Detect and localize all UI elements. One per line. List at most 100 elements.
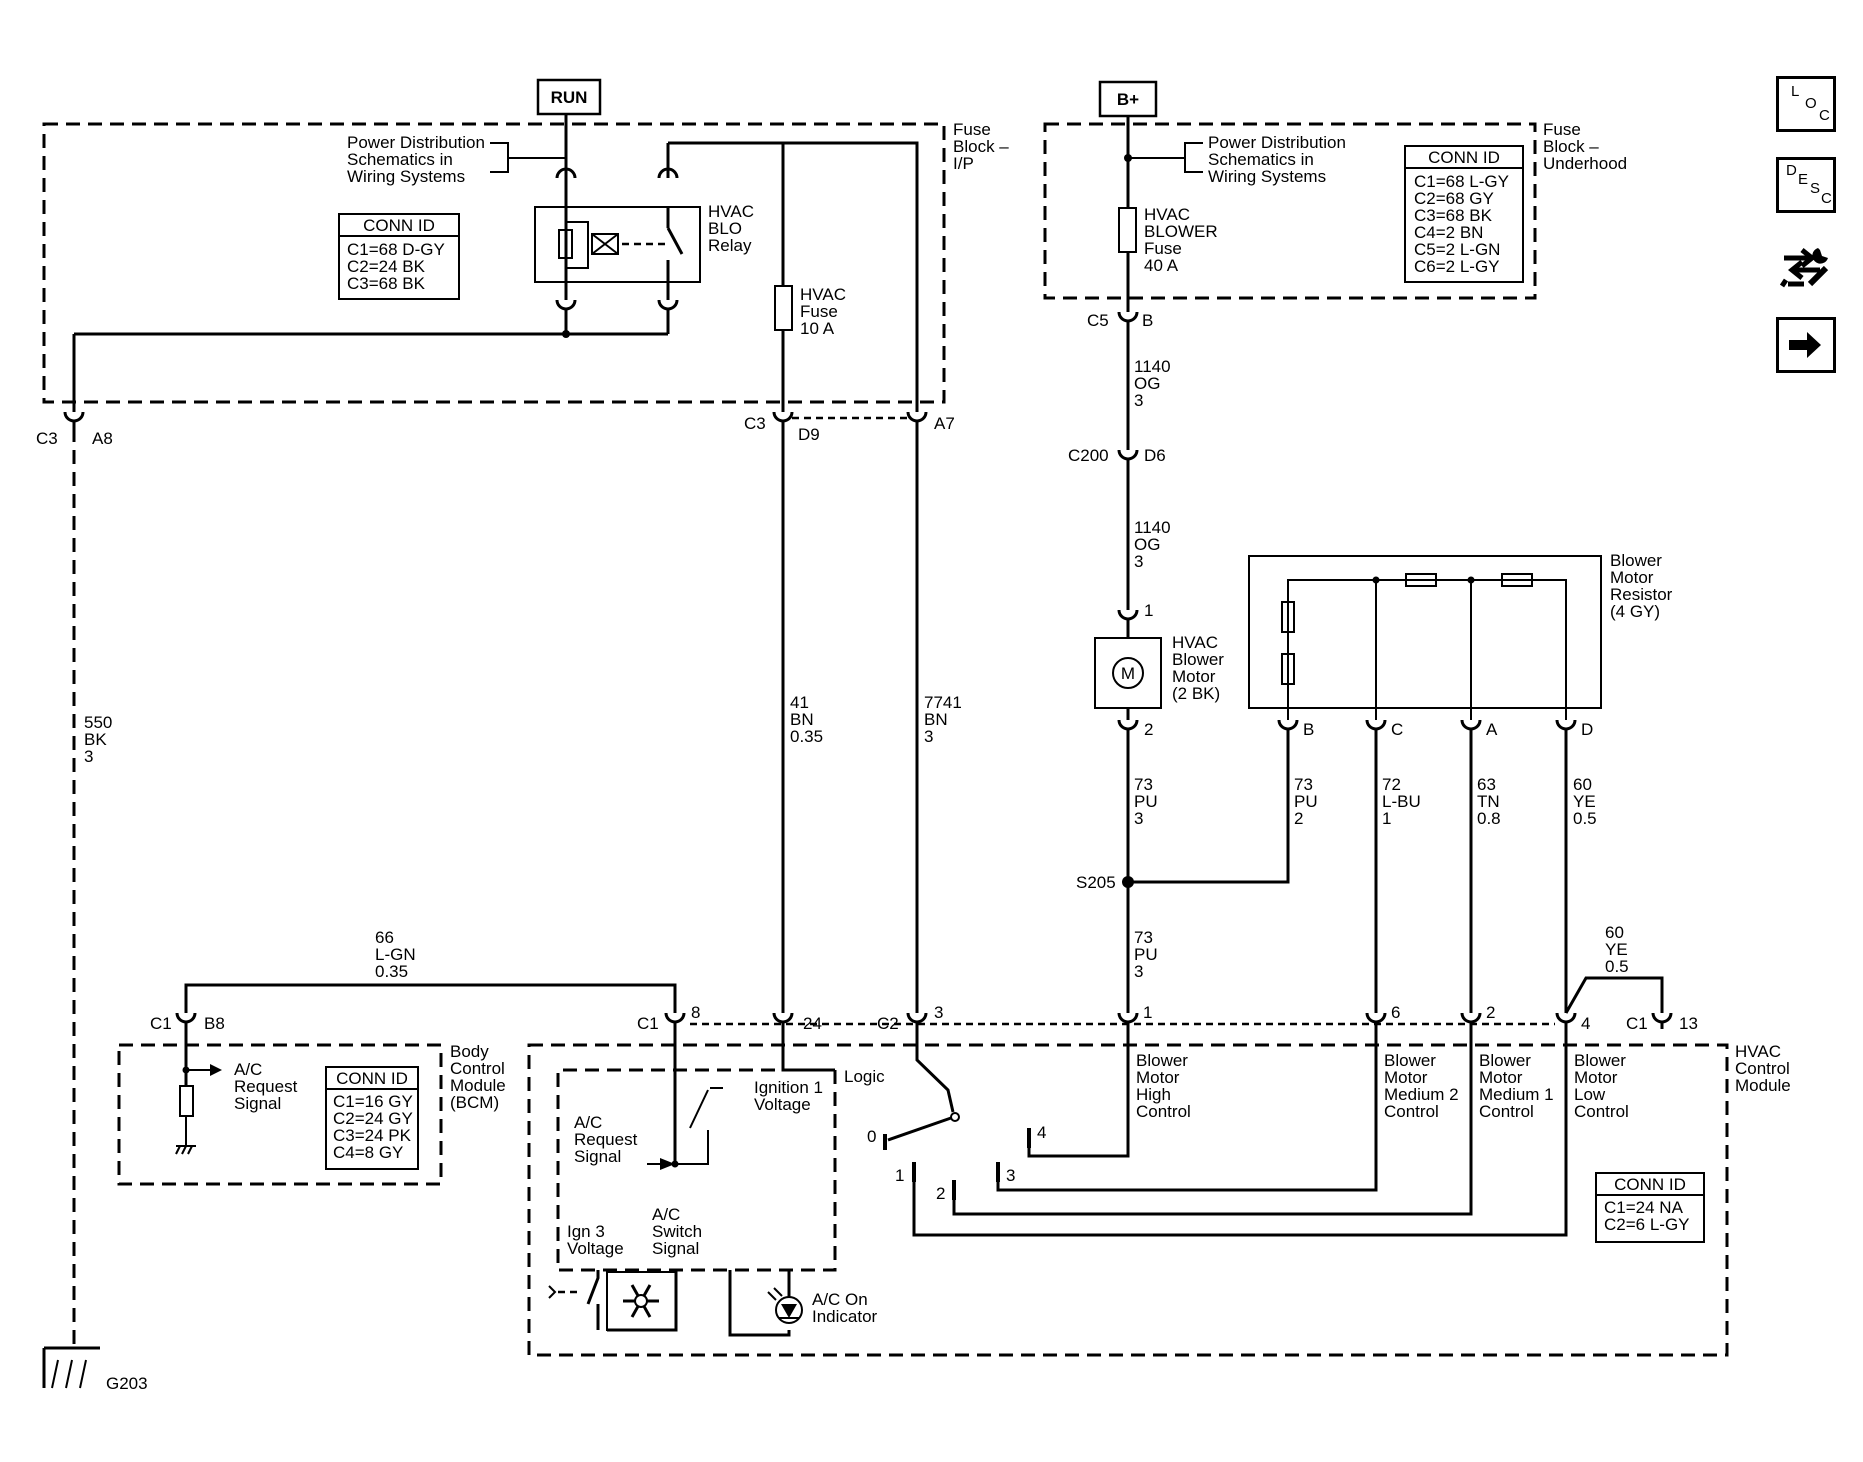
location-view-button[interactable]: L O C	[1776, 76, 1836, 132]
ign1-label: Ignition 1 Voltage	[754, 1078, 823, 1114]
pin1-label: 1	[1143, 1003, 1152, 1022]
pin13-label: 13	[1679, 1014, 1698, 1033]
wire-73-low-label: 73 PU 3	[1134, 928, 1158, 981]
hvac-fuse-label: HVAC Fuse 10 A	[800, 285, 846, 338]
med1-control-label: Blower Motor Medium 1 Control	[1479, 1051, 1554, 1121]
c3-label-d9: C3	[744, 414, 766, 433]
svg-text:3: 3	[84, 747, 93, 766]
svg-text:Blower: Blower	[1479, 1051, 1531, 1070]
bcm-input-arrow-icon	[210, 1064, 222, 1076]
svg-text:L-BU: L-BU	[1382, 792, 1421, 811]
c3-label-a8: C3	[36, 429, 58, 448]
conn-id-rows-uh: C1=68 L-GY C2=68 GY C3=68 BK C4=2 BN C5=…	[1414, 172, 1509, 276]
description-view-button[interactable]: D E S C	[1776, 157, 1836, 213]
switch-pos-4: 4	[1037, 1123, 1046, 1142]
svg-text:Blower: Blower	[1384, 1051, 1436, 1070]
diagnostics-button[interactable]	[1776, 240, 1836, 296]
power-distribution-note-ip: Power Distribution Schematics in Wiring …	[347, 133, 485, 186]
svg-text:C2=24 GY: C2=24 GY	[333, 1109, 413, 1128]
conn-motor-pin1	[1117, 609, 1139, 621]
pin6-label: 6	[1391, 1003, 1400, 1022]
ground-g203-icon	[42, 1346, 100, 1389]
svg-text:PU: PU	[1134, 792, 1158, 811]
svg-text:3: 3	[1134, 391, 1143, 410]
switch-pos-1: 1	[895, 1166, 904, 1185]
svg-text:73: 73	[1134, 928, 1153, 947]
conn-id-title-ip: CONN ID	[363, 216, 435, 235]
conn-resistor-a	[1460, 719, 1482, 731]
svg-text:Wiring Systems: Wiring Systems	[1208, 167, 1326, 186]
svg-text:2: 2	[1294, 809, 1303, 828]
svg-text:BLO: BLO	[708, 219, 742, 238]
svg-text:1140: 1140	[1134, 518, 1171, 537]
svg-text:Block –: Block –	[1543, 137, 1599, 156]
wire-7741-label: 7741 BN 3	[924, 693, 962, 746]
svg-text:(BCM): (BCM)	[450, 1093, 499, 1112]
motor-icon	[1112, 657, 1144, 689]
svg-text:C2=24 BK: C2=24 BK	[347, 257, 426, 276]
conn-id-rows-ip: C1=68 D-GY C2=24 BK C3=68 BK	[347, 240, 445, 293]
pin2-label: 2	[1486, 1003, 1495, 1022]
svg-text:(4 GY): (4 GY)	[1610, 602, 1660, 621]
wire-1140-label-a: 1140 OG 3	[1134, 357, 1171, 410]
svg-text:Ignition 1: Ignition 1	[754, 1078, 823, 1097]
svg-text:C1=16 GY: C1=16 GY	[333, 1092, 413, 1111]
next-page-button[interactable]	[1776, 317, 1836, 373]
desc-glyphs: D E S C	[1786, 162, 1832, 207]
resistor-pin-labels: B C A D	[1303, 720, 1593, 739]
svg-text:Switch: Switch	[652, 1222, 702, 1241]
power-distribution-note-uh: Power Distribution Schematics in Wiring …	[1208, 133, 1346, 186]
svg-text:A: A	[1486, 720, 1498, 739]
svg-text:Blower: Blower	[1574, 1051, 1626, 1070]
bcm-outline	[117, 1043, 443, 1186]
svg-text:3: 3	[1134, 809, 1143, 828]
svg-text:60: 60	[1605, 923, 1624, 942]
conn-pin24	[772, 1012, 794, 1024]
svg-text:3: 3	[1134, 962, 1143, 981]
logic-outline	[556, 1068, 837, 1272]
svg-text:A/C: A/C	[234, 1060, 262, 1079]
svg-text:YE: YE	[1605, 940, 1628, 959]
wire-60b-label: 60 YE 0.5	[1605, 923, 1629, 976]
fuse-block-ip-title: Fuse Block – I/P	[953, 120, 1009, 173]
svg-text:HVAC: HVAC	[1172, 633, 1218, 652]
svg-text:0.8: 0.8	[1477, 809, 1501, 828]
svg-text:C6=2 L-GY: C6=2 L-GY	[1414, 257, 1500, 276]
bcm-pulldown-resistor	[179, 1085, 194, 1117]
svg-text:C2=6 L-GY: C2=6 L-GY	[1604, 1215, 1690, 1234]
wire-1140-label-b: 1140 OG 3	[1134, 518, 1171, 571]
d9-label: D9	[798, 425, 820, 444]
switch-pos-2: 2	[936, 1184, 945, 1203]
svg-text:Underhood: Underhood	[1543, 154, 1627, 173]
svg-text:Blower: Blower	[1172, 650, 1224, 669]
svg-text:Resistor: Resistor	[1610, 585, 1673, 604]
svg-text:Fuse: Fuse	[1543, 120, 1581, 139]
motor-pin2-label: 2	[1144, 720, 1153, 739]
conn-motor-pin2	[1117, 719, 1139, 731]
hvac-module-title: HVAC Control Module	[1735, 1042, 1791, 1095]
svg-text:HVAC: HVAC	[1735, 1042, 1781, 1061]
svg-text:Indicator: Indicator	[812, 1307, 878, 1326]
bcm-ground-icon	[175, 1145, 196, 1155]
svg-text:Ign 3: Ign 3	[567, 1222, 605, 1241]
ign3-label: Ign 3 Voltage	[567, 1222, 624, 1258]
svg-text:Relay: Relay	[708, 236, 752, 255]
svg-text:Fuse: Fuse	[800, 302, 838, 321]
wire-41-label: 41 BN 0.35	[790, 693, 823, 746]
svg-text:Voltage: Voltage	[754, 1095, 811, 1114]
svg-text:Fuse: Fuse	[953, 120, 991, 139]
c1-label-bcm: C1	[150, 1014, 172, 1033]
svg-text:Control: Control	[1574, 1102, 1629, 1121]
logic-label: Logic	[844, 1067, 885, 1086]
svg-text:HVAC: HVAC	[1144, 205, 1190, 224]
svg-text:YE: YE	[1573, 792, 1596, 811]
svg-text:D: D	[1581, 720, 1593, 739]
high-control-label: Blower Motor High Control	[1136, 1051, 1191, 1121]
svg-text:Request: Request	[574, 1130, 638, 1149]
svg-text:40 A: 40 A	[1144, 256, 1179, 275]
svg-text:C5=2 L-GN: C5=2 L-GN	[1414, 240, 1500, 259]
svg-text:10 A: 10 A	[800, 319, 835, 338]
svg-text:0.35: 0.35	[375, 962, 408, 981]
snowflake-icon	[623, 1284, 659, 1318]
svg-text:1: 1	[1382, 809, 1391, 828]
